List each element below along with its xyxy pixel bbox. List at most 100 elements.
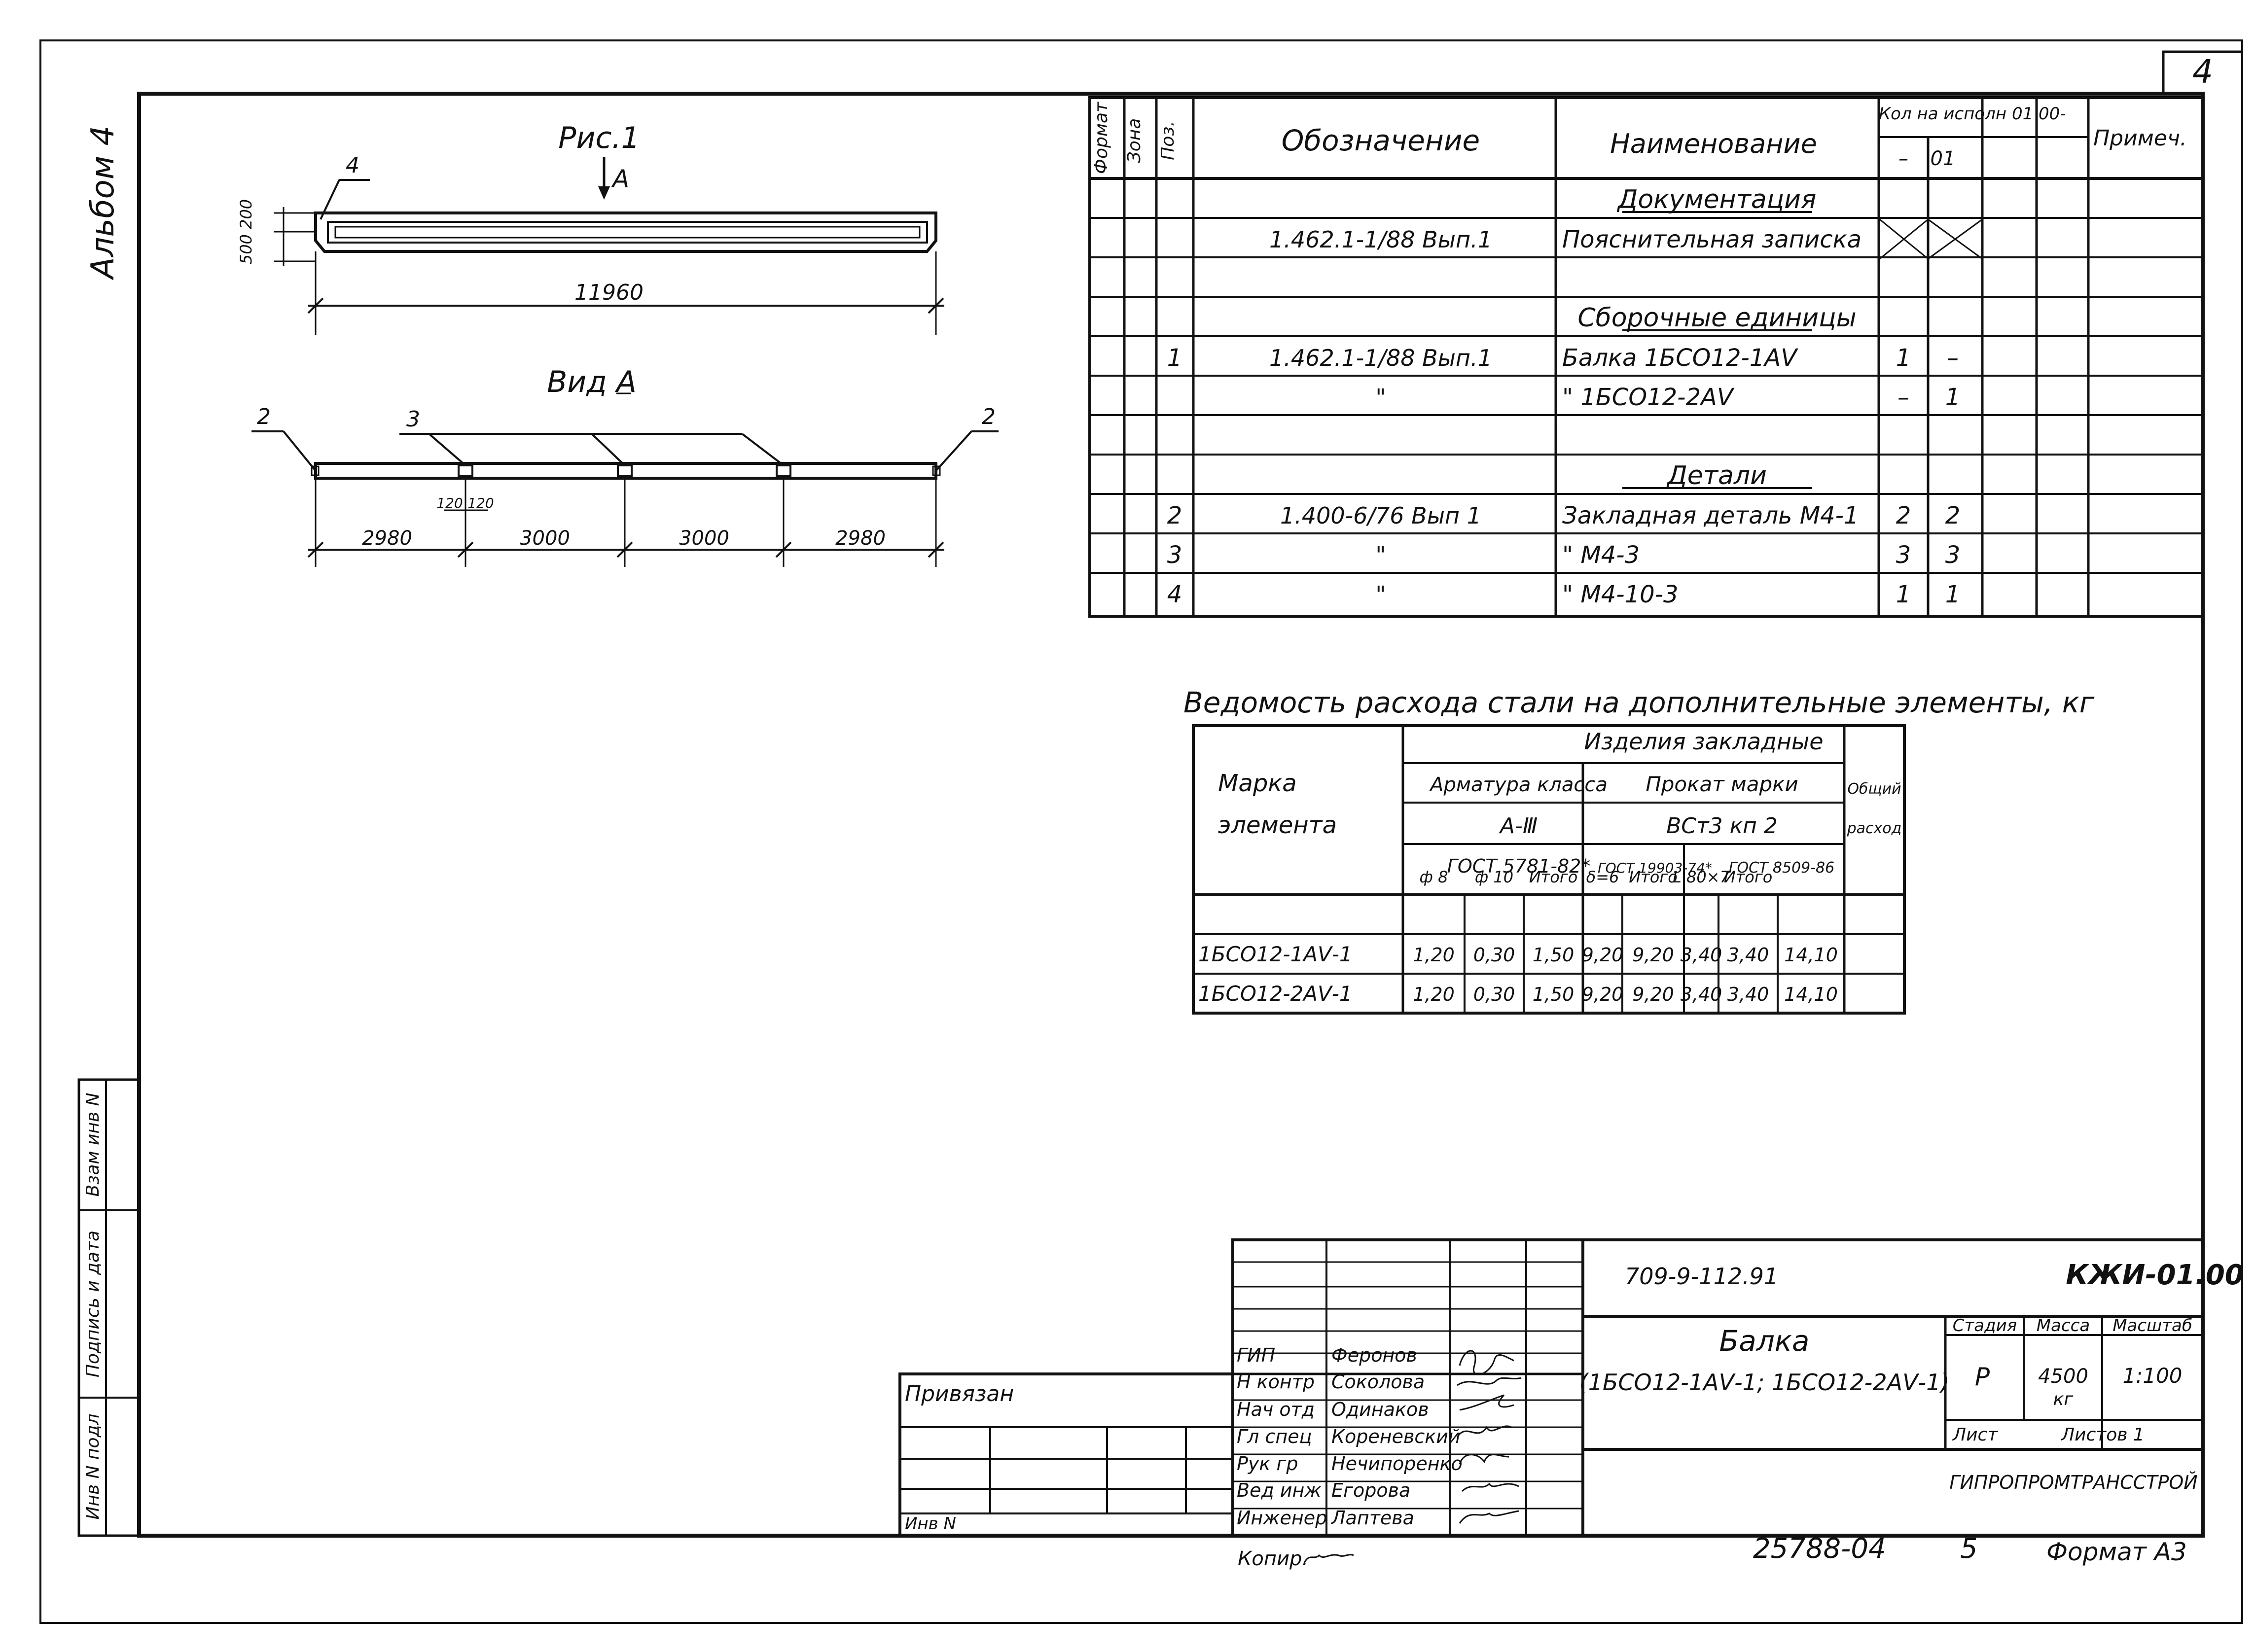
side-stamp-inv: Инв N подл [83,1414,103,1520]
tb-mass-unit: кг [2053,1389,2074,1409]
pos2-left-label: 2 [257,404,271,429]
steel-header-rolled: Прокат марки [1646,772,1798,796]
steel-subheader: ф 8 [1420,868,1448,886]
spec-row-qty-1: – [1897,384,1909,411]
steel-header-rebar: Арматура класса [1429,773,1608,796]
steel-header-items: Изделия закладные [1584,728,1823,755]
steel-row-mark: 1БСО12-2АⅤ-1 [1198,982,1353,1006]
beam-outline [314,211,937,253]
tb-name: Лаптева [1330,1507,1414,1529]
footer-copy: Копир. [1238,1547,1308,1570]
figure-1: Рис.1 A 4 500 200 11960 [237,121,944,335]
spec-row-name: Закладная деталь М4-1 [1562,502,1859,529]
tb-code: 709-9-112.91 [1625,1263,1778,1290]
steel-row-value: 0,30 [1473,944,1515,966]
steel-consumption-table: Ведомость расхода стали на дополнительны… [1183,686,2095,1015]
spec-row-qty-1: 2 [1896,502,1911,529]
spec-row-pos: 3 [1167,541,1182,569]
tb-name: Кореневский [1331,1426,1461,1447]
tb-name: Одинаков [1331,1399,1429,1420]
side-stamp: Инв N подл Подпись и дата Взам инв N [77,1078,141,1537]
length-dim: 11960 [574,280,644,305]
steel-row-value: 9,20 [1582,944,1624,966]
spec-header-zone: Зона [1124,118,1145,163]
pos4-label: 4 [346,153,359,178]
tb-title2: (1БСО12-1АⅤ-1; 1БСО12-2АⅤ-1) [1579,1369,1950,1396]
footer-format: Формат А3 [2046,1538,2187,1566]
tb-name: Нечипоренко [1331,1453,1463,1475]
spec-row-pos: 1 [1167,344,1182,372]
inv-label: Инв N [905,1514,956,1534]
album-label: Альбом 4 [85,126,121,281]
steel-row-mark: 1БСО12-1АⅤ-1 [1198,942,1353,966]
spec-header-qty-b: 01 [1931,147,1956,170]
spec-row-name: Пояснительная записка [1562,226,1861,253]
tb-scale: 1:100 [2122,1364,2182,1388]
footer-page: 5 [1960,1533,1978,1565]
steel-subheader: Итого [1724,868,1773,886]
tb-title1: Балка [1719,1324,1810,1358]
tb-stage-header: Стадия [1953,1316,2017,1336]
tb-stage: Р [1975,1363,1990,1391]
privyazan-label: Привязан [905,1381,1014,1406]
spec-row-qty-2: 1 [1945,384,1961,411]
steel-header-gost2: ГОСТ 8509-86 [1729,859,1834,877]
tb-mass: 4500 [2038,1365,2088,1388]
spec-row-designation: " [1375,542,1386,568]
steel-row-value: 3,40 [1727,944,1769,966]
height-dims: 500 200 [237,199,255,264]
steel-subheader: Итого [1629,868,1678,886]
steel-header-mark2: элемента [1218,811,1337,839]
not-applicable-crosses [1879,218,1983,260]
tb-mass-header: Масса [2037,1316,2090,1336]
tb-name: Феронов [1331,1344,1417,1366]
spec-section-heading: Сборочные единицы [1577,303,1856,333]
steel-header-total: Общий [1847,780,1901,798]
steel-header-gost1: ГОСТ 19903-74* [1598,860,1712,876]
pos3-label: 3 [406,407,420,432]
spec-row-name: " М4-3 [1562,541,1640,569]
tb-org: ГИПРОПРОМТРАНССТРОЙ [1949,1472,2197,1493]
steel-header-rebar-class: А-Ⅲ [1499,813,1538,839]
tb-role: Н контр [1237,1371,1315,1393]
steel-row-value: 9,20 [1632,944,1674,966]
dim-segment-4: 2980 [835,527,886,550]
steel-row-value: 14,10 [1784,984,1838,1005]
steel-row-value: 1,20 [1413,984,1455,1005]
steel-row-value: 3,40 [1681,984,1722,1005]
spec-row-designation: " [1375,581,1386,608]
steel-row-value: 14,10 [1784,944,1838,966]
tb-role: Инженер [1237,1507,1327,1529]
spec-header-note: Примеч. [2093,126,2187,151]
tb-scale-header: Масштаб [2112,1316,2192,1336]
tb-doc: КЖИ-01.00 [2066,1259,2244,1291]
arrow-label: A [611,165,629,193]
specification-table: Формат Зона Поз. Обозначение Наименовани… [1088,96,2204,618]
sheet-number-box: 4 [2162,50,2242,94]
dim-segment-2: 3000 [520,527,570,550]
outer-frame [39,39,2243,1624]
spec-row-designation: " [1375,384,1386,411]
tb-sheets-header: Листов 1 [2060,1425,2145,1445]
sheet-number: 4 [2192,53,2213,91]
inner-frame [137,92,2205,1538]
steel-subheader: Итого [1529,868,1578,886]
tb-role: Рук гр [1237,1453,1298,1475]
spec-row-name: " М4-10-3 [1562,581,1679,608]
spec-section-heading: Детали [1666,461,1767,491]
spec-row-qty-1: 3 [1896,541,1911,569]
dim-segment-1: 2980 [362,527,412,550]
spec-header-pos: Поз. [1158,121,1178,160]
dim-segment-3: 3000 [679,527,729,550]
spec-row-qty-1: 1 [1896,344,1911,372]
spacing-120-left: 120 [436,495,463,511]
steel-header-total2: расход [1847,820,1902,837]
steel-row-value: 1,50 [1533,984,1575,1005]
fig-label: Рис.1 [558,121,640,155]
steel-title: Ведомость расхода стали на дополнительны… [1183,686,2095,719]
spec-row-name: Балка 1БСО12-1АⅤ [1562,344,1798,372]
tb-sheet-header: Лист [1952,1425,1998,1445]
steel-row-value: 9,20 [1582,984,1624,1005]
spec-header-qty-a: – [1898,147,1908,170]
